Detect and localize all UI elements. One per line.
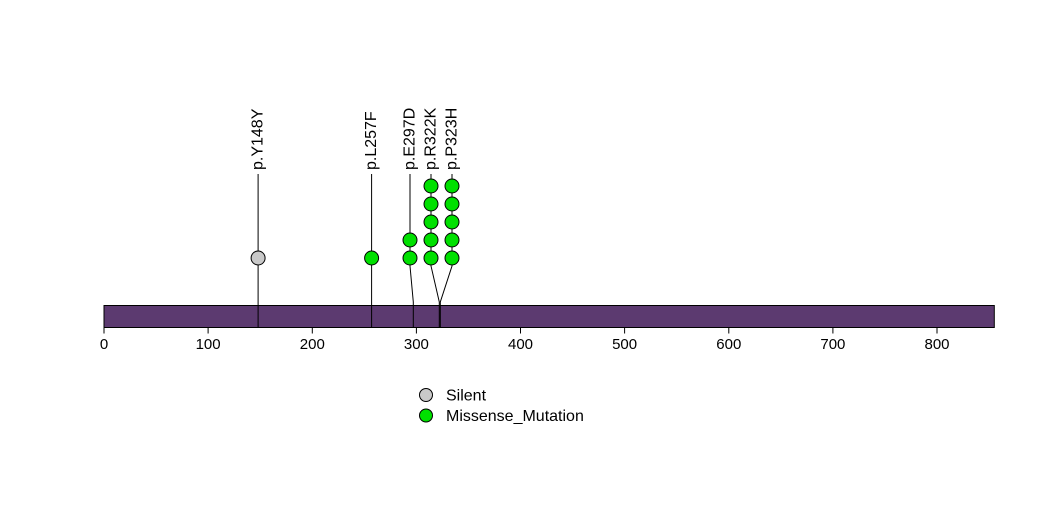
axis-tick-label: 100: [196, 336, 221, 353]
mutation-marker: [402, 250, 418, 266]
legend-swatch-silent: [419, 388, 433, 402]
mutation-marker: [444, 178, 460, 194]
mutation-marker: [423, 250, 439, 266]
mutation-marker: [444, 196, 460, 212]
axis-tick-label: 400: [508, 336, 533, 353]
mutation-marker: [444, 250, 460, 266]
axis-tick-label: 500: [612, 336, 637, 353]
mutation-marker: [402, 232, 418, 248]
mutation-label: p.L257F: [363, 111, 380, 170]
mutation-label: p.E297D: [402, 108, 419, 170]
axis-tick-label: 0: [100, 336, 108, 353]
axis-tick-label: 800: [924, 336, 949, 353]
mutation-marker: [423, 232, 439, 248]
legend-label: Missense_Mutation: [446, 408, 584, 425]
axis-tick-label: 600: [716, 336, 741, 353]
mutation-marker: [423, 196, 439, 212]
axis-tick-label: 300: [404, 336, 429, 353]
mutation-marker: [250, 250, 266, 266]
mutation-marker: [444, 232, 460, 248]
mutation-marker: [364, 250, 380, 266]
mutation-marker: [423, 178, 439, 194]
mutation-label: p.P323H: [444, 108, 461, 170]
protein-bar: [103, 305, 995, 328]
mutation-label: p.Y148Y: [250, 108, 267, 170]
mutation-marker: [444, 214, 460, 230]
legend-swatch-missense_mutation: [419, 408, 433, 423]
mutation-label: p.R322K: [423, 107, 440, 170]
legend-label: Silent: [446, 388, 487, 405]
lollipop-stem: [409, 174, 414, 328]
axis-tick-label: 200: [300, 336, 325, 353]
mutation-marker: [423, 214, 439, 230]
axis-tick-label: 700: [820, 336, 845, 353]
